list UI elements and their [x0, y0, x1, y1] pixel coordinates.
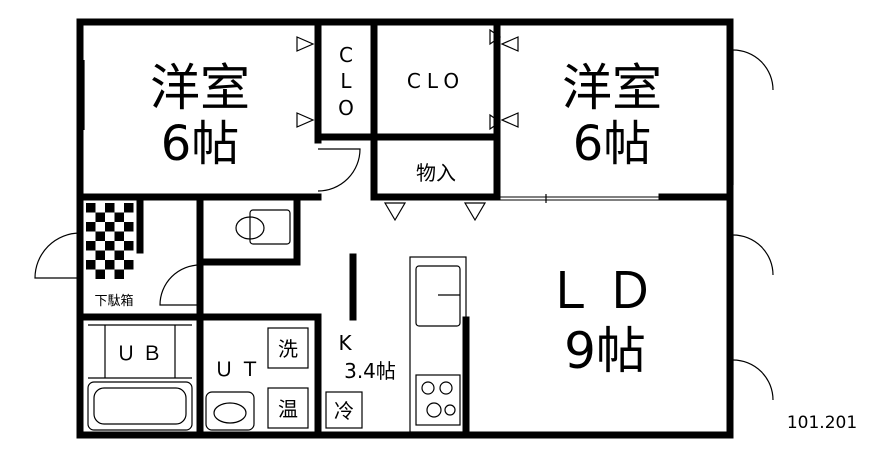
- entrance-tile: [86, 222, 96, 232]
- entrance-tile: [114, 250, 124, 260]
- entrance-tiles: [86, 203, 134, 279]
- entrance-tile: [95, 212, 105, 222]
- entrance-tile: [86, 203, 96, 213]
- closet-left-label-o: O: [338, 96, 354, 120]
- thin-lines: [34, 28, 774, 433]
- entrance-tile: [105, 241, 115, 251]
- closet-left-label-c: C: [339, 43, 353, 67]
- bedroom-right-name: 洋室: [562, 59, 662, 117]
- entrance-tile: [124, 260, 134, 270]
- entrance-tile: [124, 203, 134, 213]
- entrance-tile: [124, 222, 134, 232]
- labels: 洋室 6帖 C L O CLO 物入 洋室 6帖 ＬＤ 9帖 K 3.4帖 ＵＴ…: [94, 43, 857, 433]
- closet-center-label: CLO: [407, 69, 465, 93]
- kitchen-name: K: [338, 331, 352, 355]
- living-dining-size: 9帖: [564, 322, 646, 380]
- entrance-tile: [105, 222, 115, 232]
- entrance-tile: [124, 241, 134, 251]
- entrance-tile: [95, 250, 105, 260]
- utility-label: ＵＴ: [214, 357, 266, 381]
- entrance-tile: [86, 241, 96, 251]
- entrance-tile: [95, 231, 105, 241]
- entrance-tile: [114, 231, 124, 241]
- bedroom-left-name: 洋室: [150, 59, 250, 117]
- washer-label: 洗: [278, 337, 298, 361]
- shoe-box-label: 下駄箱: [94, 293, 133, 309]
- entrance-tile: [114, 269, 124, 279]
- bedroom-right-size: 6帖: [573, 116, 652, 172]
- entrance-tile: [105, 203, 115, 213]
- entrance-tile: [95, 269, 105, 279]
- entrance-tile: [114, 212, 124, 222]
- refrigerator-label: 冷: [334, 399, 354, 423]
- water-heater-label: 温: [278, 397, 298, 421]
- bedroom-left-size: 6帖: [161, 116, 240, 172]
- kitchen-size: 3.4帖: [344, 359, 396, 383]
- entrance-tile: [105, 260, 115, 270]
- entrance-tile: [86, 260, 96, 270]
- living-dining-name: ＬＤ: [545, 262, 665, 320]
- bath-label: ＵＢ: [116, 341, 168, 365]
- closet-left-label-l: L: [340, 69, 352, 93]
- unit-numbers: 101.201: [787, 413, 857, 433]
- storage-label: 物入: [416, 161, 456, 185]
